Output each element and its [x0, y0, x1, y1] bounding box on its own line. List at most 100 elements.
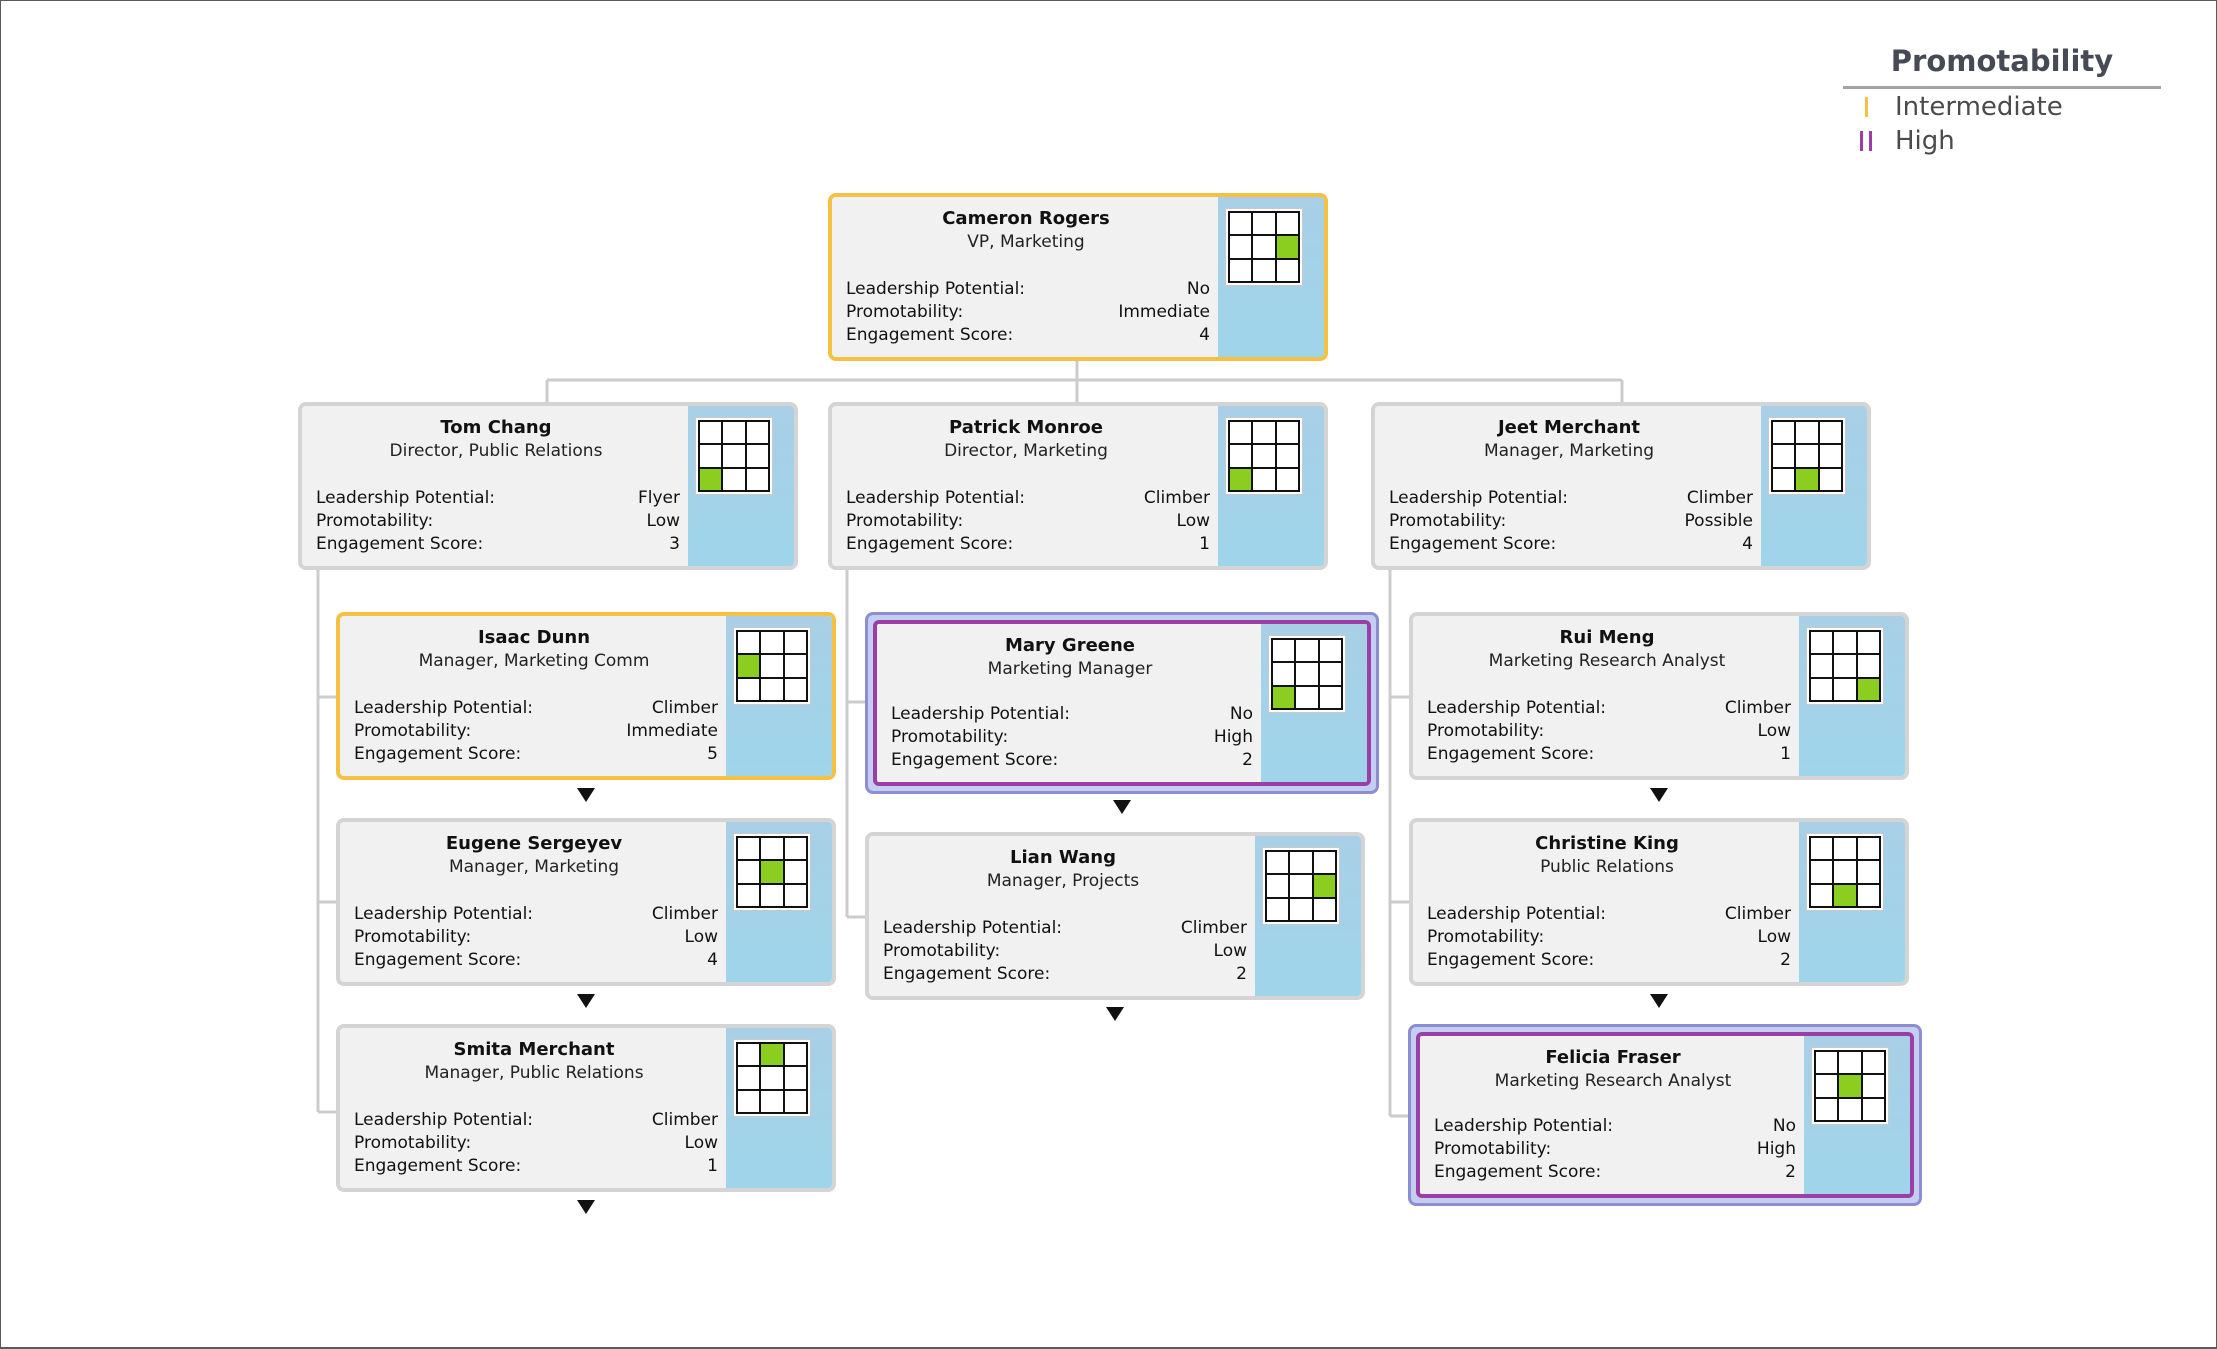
nine-box-cell [1832, 653, 1858, 679]
field-label-leadership: Leadership Potential: [1389, 488, 1569, 508]
expand-arrow-icon[interactable] [577, 788, 595, 802]
nine-box-cell [1317, 638, 1343, 664]
nine-box-cell [1817, 420, 1843, 446]
nine-box-cell [782, 1088, 808, 1114]
person-card-isaac-dunn[interactable]: Isaac Dunn Manager, Marketing Comm Leade… [336, 612, 836, 780]
nine-box-cell [759, 836, 785, 862]
nine-box-cell [1274, 466, 1300, 492]
field-value-promotability: High [1756, 1139, 1796, 1159]
field-label-promotability: Promotability: [846, 302, 964, 322]
person-card-christine-king[interactable]: Christine King Public Relations Leadersh… [1409, 818, 1909, 986]
field-value-leadership: Climber [1724, 698, 1791, 718]
person-title: Director, Public Relations [389, 441, 603, 461]
nine-box-cell [736, 836, 762, 862]
person-title: Marketing Manager [987, 659, 1153, 679]
nine-box-cell [782, 1042, 808, 1068]
person-name: Mary Greene [1004, 635, 1136, 656]
person-card-patrick-monroe[interactable]: Patrick Monroe Director, Marketing Leade… [828, 402, 1328, 570]
nine-box-cell-highlighted [1794, 466, 1820, 492]
nine-box-panel [1799, 822, 1905, 982]
person-title: Manager, Marketing [1483, 441, 1655, 461]
nine-box-grid-icon [1811, 1047, 1889, 1125]
field-label-promotability: Promotability: [316, 511, 434, 531]
field-label-leadership: Leadership Potential: [1434, 1116, 1614, 1136]
nine-box-cell [1860, 1050, 1886, 1076]
field-value-promotability: Low [1757, 721, 1791, 741]
expand-arrow-icon[interactable] [577, 994, 595, 1008]
field-value-leadership: Climber [651, 1110, 718, 1130]
field-label-leadership: Leadership Potential: [316, 488, 496, 508]
nine-box-cell [1832, 859, 1858, 885]
person-card-mary-greene[interactable]: Mary Greene Marketing Manager Leadership… [865, 612, 1379, 794]
person-card-eugene-sergeyev[interactable]: Eugene Sergeyev Manager, Marketing Leade… [336, 818, 836, 986]
nine-box-grid-icon [1225, 208, 1303, 286]
person-title: Public Relations [1540, 857, 1674, 877]
nine-box-cell [1860, 1073, 1886, 1099]
nine-box-cell [1251, 443, 1277, 469]
nine-box-panel [1804, 1036, 1910, 1194]
field-value-promotability: Low [684, 1133, 718, 1153]
field-label-promotability: Promotability: [1389, 511, 1507, 531]
field-label-promotability: Promotability: [1427, 721, 1545, 741]
legend: Promotability Intermediate High [1843, 44, 2161, 157]
nine-box-cell [736, 859, 762, 885]
expand-arrow-icon[interactable] [1650, 994, 1668, 1008]
person-card-tom-chang[interactable]: Tom Chang Director, Public Relations Lea… [298, 402, 798, 570]
person-name: Jeet Merchant [1497, 417, 1641, 438]
nine-box-cell [1265, 850, 1291, 876]
nine-box-cell [782, 676, 808, 702]
nine-box-cell [736, 630, 762, 656]
nine-box-cell [759, 882, 785, 908]
nine-box-cell [782, 1065, 808, 1091]
field-label-leadership: Leadership Potential: [1427, 904, 1607, 924]
field-value-leadership: Climber [1686, 488, 1753, 508]
field-value-promotability: Low [1176, 511, 1210, 531]
nine-box-cell-highlighted [1837, 1073, 1863, 1099]
nine-box-cell [1832, 630, 1858, 656]
expand-arrow-icon[interactable] [1106, 1007, 1124, 1021]
expand-arrow-icon[interactable] [1650, 788, 1668, 802]
nine-box-cell [1814, 1073, 1840, 1099]
nine-box-cell [1855, 630, 1881, 656]
field-value-engagement: 3 [669, 534, 680, 554]
field-value-leadership: No [1229, 704, 1253, 724]
nine-box-cell [1855, 859, 1881, 885]
person-card-felicia-fraser[interactable]: Felicia Fraser Marketing Research Analys… [1408, 1024, 1922, 1206]
expand-arrow-icon[interactable] [577, 1200, 595, 1214]
nine-box-cell [1832, 836, 1858, 862]
field-label-engagement: Engagement Score: [1389, 534, 1557, 554]
field-value-promotability: Possible [1684, 511, 1753, 531]
field-value-promotability: Immediate [1118, 302, 1210, 322]
field-label-engagement: Engagement Score: [354, 1156, 522, 1176]
field-label-engagement: Engagement Score: [846, 325, 1014, 345]
nine-box-grid-icon [1268, 635, 1346, 713]
person-card-lian-wang[interactable]: Lian Wang Manager, Projects Leadership P… [865, 832, 1365, 1000]
nine-box-cell [1271, 661, 1297, 687]
nine-box-cell [1288, 850, 1314, 876]
nine-box-grid-icon [1768, 417, 1846, 495]
field-value-promotability: High [1213, 727, 1253, 747]
nine-box-cell [1855, 836, 1881, 862]
nine-box-cell [736, 1042, 762, 1068]
person-card-cameron-rogers[interactable]: Cameron Rogers VP, Marketing Leadership … [828, 193, 1328, 361]
nine-box-cell [1817, 443, 1843, 469]
person-title: VP, Marketing [967, 232, 1085, 252]
field-value-leadership: Climber [651, 698, 718, 718]
nine-box-cell [744, 466, 770, 492]
nine-box-grid-icon [1262, 847, 1340, 925]
nine-box-cell [759, 1065, 785, 1091]
person-card-smita-merchant[interactable]: Smita Merchant Manager, Public Relations… [336, 1024, 836, 1192]
nine-box-panel [1218, 197, 1324, 357]
field-value-engagement: 4 [707, 950, 718, 970]
nine-box-grid-icon [1225, 417, 1303, 495]
field-label-leadership: Leadership Potential: [846, 488, 1026, 508]
field-value-engagement: 1 [1780, 744, 1791, 764]
expand-arrow-icon[interactable] [1113, 800, 1131, 814]
person-card-rui-meng[interactable]: Rui Meng Marketing Research Analyst Lead… [1409, 612, 1909, 780]
person-card-jeet-merchant[interactable]: Jeet Merchant Manager, Marketing Leaders… [1371, 402, 1871, 570]
nine-box-cell [1271, 638, 1297, 664]
field-label-engagement: Engagement Score: [1434, 1162, 1602, 1182]
field-label-leadership: Leadership Potential: [354, 1110, 534, 1130]
nine-box-cell [1809, 676, 1835, 702]
person-name: Rui Meng [1559, 627, 1655, 648]
